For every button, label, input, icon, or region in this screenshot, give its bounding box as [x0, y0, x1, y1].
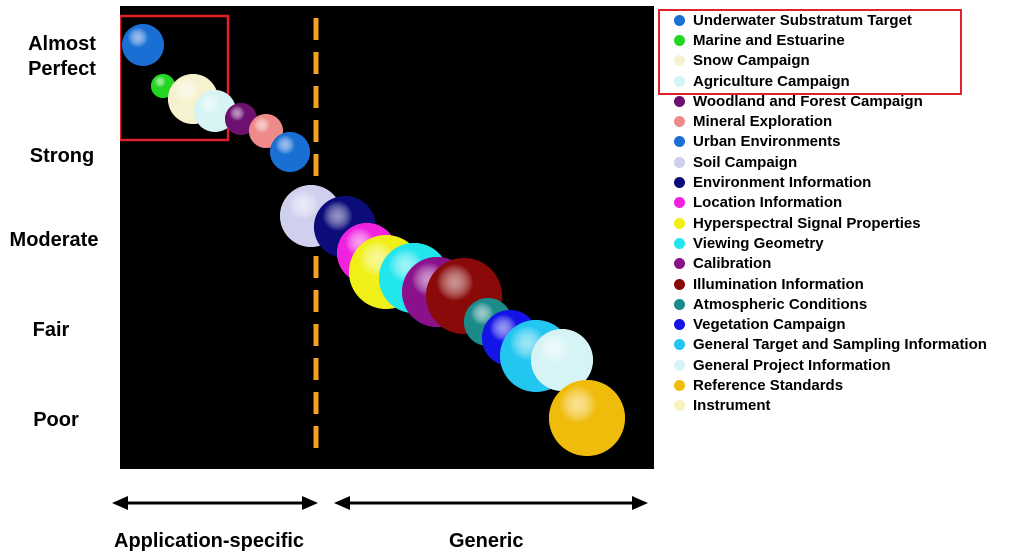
bubble-shading	[531, 329, 593, 391]
legend-marker	[674, 34, 685, 46]
plot-area	[118, 6, 654, 469]
legend-marker	[674, 116, 685, 128]
legend-item: General Target and Sampling Information	[668, 335, 1024, 355]
bubble-shading	[225, 103, 257, 135]
legend-item: Urban Environments	[668, 132, 1024, 152]
x-label-generic: Generic	[449, 530, 524, 552]
legend-label: Environment Information	[693, 174, 872, 192]
legend-label: Calibration	[693, 255, 772, 273]
legend-marker	[674, 217, 685, 229]
group-arrows	[112, 496, 648, 510]
legend-item: Reference Standards	[668, 375, 1024, 395]
legend-label: Instrument	[693, 397, 771, 415]
legend-item: Hyperspectral Signal Properties	[668, 213, 1024, 233]
legend-label: Mineral Exploration	[693, 113, 833, 131]
legend-label: Vegetation Campaign	[693, 316, 846, 334]
legend-label: Marine and Estuarine	[693, 31, 845, 49]
highlight-box	[118, 14, 230, 142]
y-label-poor: Poor	[33, 409, 79, 431]
legend-marker	[674, 339, 685, 351]
legend-label: Illumination Information	[693, 275, 864, 293]
legend-item: Agriculture Campaign	[668, 71, 1024, 91]
legend-item: Snow Campaign	[668, 51, 1024, 71]
y-label-strong: Strong	[29, 145, 95, 167]
x-label-application-specific: Application-specific	[114, 530, 305, 552]
legend-item: Instrument	[668, 396, 1024, 416]
legend-item: Vegetation Campaign	[668, 314, 1024, 334]
legend-marker	[674, 237, 685, 249]
legend-marker	[674, 258, 685, 270]
legend-marker	[674, 95, 685, 107]
legend-marker	[674, 298, 685, 310]
bubble-chart	[118, 14, 625, 457]
legend-label: General Target and Sampling Information	[693, 336, 987, 354]
legend-label: Soil Campaign	[693, 153, 798, 171]
legend-label: Underwater Substratum Target	[693, 11, 912, 29]
legend-item: Illumination Information	[668, 274, 1024, 294]
legend-item: Atmospheric Conditions	[668, 294, 1024, 314]
bubble-shading	[549, 380, 625, 456]
legend-label: Snow Campaign	[693, 52, 810, 70]
legend-label: Location Information	[693, 194, 843, 212]
legend-marker	[674, 177, 685, 189]
legend-marker	[674, 197, 685, 209]
generic-arrow	[334, 496, 648, 510]
legend-item: General Project Information	[668, 355, 1024, 375]
legend-label: Woodland and Forest Campaign	[693, 92, 923, 110]
legend-item: Environment Information	[668, 172, 1024, 192]
legend-item: Soil Campaign	[668, 152, 1024, 172]
legend-item: Marine and Estuarine	[668, 30, 1024, 50]
legend-item: Viewing Geometry	[668, 233, 1024, 253]
legend-marker	[674, 75, 685, 87]
legend-item: Location Information	[668, 193, 1024, 213]
legend-highlight-box	[658, 9, 962, 95]
legend-label: Agriculture Campaign	[693, 72, 850, 90]
bubble-shading	[122, 24, 164, 66]
legend-marker	[674, 319, 685, 331]
legend-marker	[674, 400, 685, 412]
y-label-fair: Fair	[32, 319, 70, 341]
legend-marker	[674, 359, 685, 371]
y-label-moderate: Moderate	[9, 229, 99, 251]
legend-item: Underwater Substratum Target	[668, 10, 1024, 30]
legend-marker	[674, 278, 685, 290]
legend-marker	[674, 55, 685, 67]
legend-marker	[674, 14, 685, 26]
legend-marker	[674, 379, 685, 391]
legend-item: Woodland and Forest Campaign	[668, 91, 1024, 111]
legend-label: General Project Information	[693, 356, 891, 374]
legend-label: Reference Standards	[693, 376, 844, 394]
legend-item: Calibration	[668, 254, 1024, 274]
legend-marker	[674, 156, 685, 168]
legend-item: Mineral Exploration	[668, 111, 1024, 131]
legend-label: Atmospheric Conditions	[693, 295, 868, 313]
bubble-shading	[270, 132, 310, 172]
application-specific-arrow	[112, 496, 318, 510]
legend-marker	[674, 136, 685, 148]
legend-label: Urban Environments	[693, 133, 841, 151]
legend-label: Hyperspectral Signal Properties	[693, 214, 921, 232]
legend-label: Viewing Geometry	[693, 234, 824, 252]
